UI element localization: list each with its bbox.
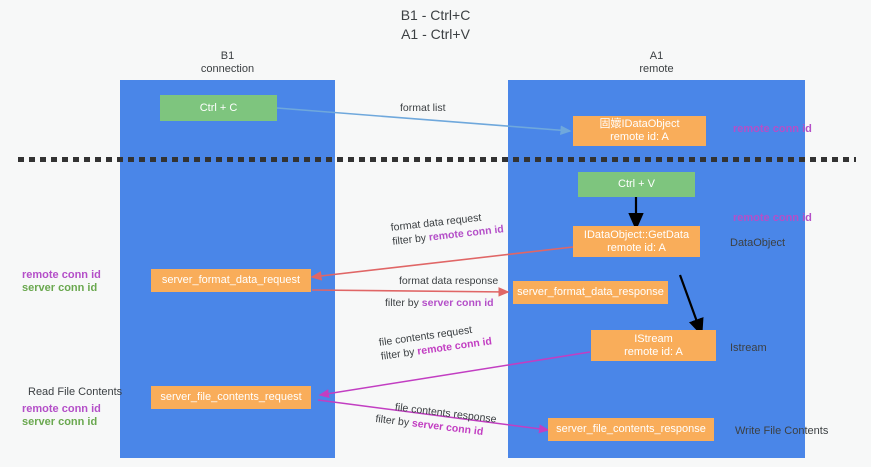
edge-label-format-list-text: format list <box>400 102 446 114</box>
page-title-line-2: A1 - Ctrl+V <box>401 26 470 42</box>
page-title-line-1: B1 - Ctrl+C <box>400 7 471 23</box>
edge-label-format-data-response: format data response filter by server co… <box>385 274 498 310</box>
node-idataobject-getdata[interactable]: IDataObject::GetData remote id: A <box>573 226 700 257</box>
edge-label-file-contents-request: file contents request filter by remote c… <box>378 320 493 363</box>
edge-label-format-data-response-filter-key: server conn id <box>421 297 494 309</box>
node-server-file-contents-request-label: server_file_contents_request <box>160 391 302 403</box>
edge-label-file-contents-response-filter-prefix: filter by <box>374 412 413 430</box>
node-idataobject-getdata-label: IDataObject::GetData <box>583 228 690 241</box>
node-server-format-data-response[interactable]: server_format_data_response <box>513 281 668 304</box>
annotation-right-remote-conn-id-mid: remote conn id <box>733 212 812 224</box>
node-server-file-contents-request[interactable]: server_file_contents_request <box>151 386 311 409</box>
annotation-left-server-conn-id-mid: server conn id <box>22 282 98 294</box>
node-idataobject-remote[interactable]: 固㜳IDataObject remote id: A <box>573 116 706 146</box>
annotation-left-read-file-contents: Read File Contents <box>28 386 123 398</box>
node-server-format-data-request-label: server_format_data_request <box>161 274 301 286</box>
annotation-right-istream: Istream <box>730 342 767 354</box>
phase-separator-dashed-line <box>18 157 856 162</box>
node-istream[interactable]: IStream remote id: A <box>591 330 716 361</box>
node-idataobject-remote-sub: remote id: A <box>610 131 669 143</box>
annotation-right-dataobject: DataObject <box>730 237 786 249</box>
node-istream-sub: remote id: A <box>624 345 683 358</box>
node-istream-label: IStream <box>634 332 673 345</box>
lane-header-a1: A1 remote <box>508 50 805 76</box>
node-server-file-contents-response-label: server_file_contents_response <box>556 423 706 435</box>
node-ctrl-c[interactable]: Ctrl + C <box>160 95 277 121</box>
edge-label-format-data-response-filter-prefix: filter by <box>385 297 422 309</box>
edge-label-format-data-request: format data request filter by remote con… <box>390 208 504 249</box>
annotation-right-remote-conn-id-top: remote conn id <box>733 123 812 135</box>
edge-label-file-contents-request-filter-prefix: filter by <box>380 345 419 363</box>
annotation-left-remote-conn-id-bottom: remote conn id <box>22 403 101 415</box>
node-server-format-data-request[interactable]: server_format_data_request <box>151 269 311 292</box>
node-ctrl-c-label: Ctrl + C <box>199 101 238 114</box>
annotation-right-write-file-contents: Write File Contents <box>735 425 829 437</box>
node-ctrl-v-label: Ctrl + V <box>618 178 655 190</box>
edge-label-format-data-response-filter: filter by server conn id <box>385 288 498 310</box>
node-server-format-data-response-label: server_format_data_response <box>517 286 664 298</box>
node-idataobject-getdata-sub: remote id: A <box>607 241 666 254</box>
edge-label-format-data-response-text: format data response <box>399 275 499 287</box>
lane-header-a1-sub: remote <box>639 63 674 75</box>
edge-label-format-data-request-filter-prefix: filter by <box>391 231 430 248</box>
node-server-file-contents-response[interactable]: server_file_contents_response <box>548 418 714 441</box>
lane-header-b1-sub: connection <box>200 63 255 75</box>
node-ctrl-v[interactable]: Ctrl + V <box>578 172 695 197</box>
node-idataobject-remote-label: 固㜳IDataObject <box>599 118 680 130</box>
edge-label-file-contents-response: file contents response filter by server … <box>375 398 498 440</box>
page-title: B1 - Ctrl+C A1 - Ctrl+V <box>0 6 871 44</box>
lane-header-a1-name: A1 <box>649 50 664 62</box>
lane-header-b1-name: B1 <box>220 50 235 62</box>
edge-label-format-list: format list <box>400 101 446 115</box>
lane-header-b1: B1 connection <box>120 50 335 76</box>
annotation-left-remote-conn-id-mid: remote conn id <box>22 269 101 281</box>
annotation-left-server-conn-id-bottom: server conn id <box>22 416 98 428</box>
